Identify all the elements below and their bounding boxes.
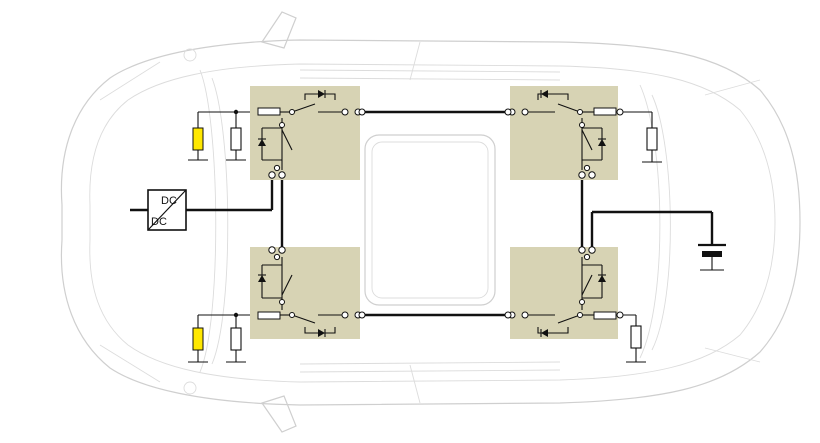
load-rear-left bbox=[188, 312, 246, 363]
battery-icon bbox=[698, 243, 726, 271]
bus-terminals bbox=[358, 108, 512, 319]
car-body-outline bbox=[60, 11, 801, 433]
heater-element-front-left bbox=[192, 127, 204, 151]
resistor-rear-left bbox=[230, 327, 242, 351]
converter-bottom-label: DC bbox=[151, 216, 167, 228]
load-front-left bbox=[188, 109, 246, 161]
switch-module-front-right bbox=[508, 86, 624, 180]
load-rear-right bbox=[626, 325, 646, 363]
switch-module-front-left bbox=[250, 86, 362, 180]
load-front-right bbox=[642, 127, 662, 163]
resistor-front-left bbox=[230, 127, 242, 151]
resistor-front-right bbox=[646, 127, 658, 151]
switch-module-rear-left bbox=[250, 246, 362, 339]
dc-dc-converter: DC DC bbox=[147, 189, 187, 231]
switch-module-rear-right bbox=[508, 246, 624, 339]
wiring bbox=[130, 110, 714, 362]
heater-element-rear-left bbox=[192, 327, 204, 351]
resistor-rear-right bbox=[630, 325, 642, 349]
converter-top-label: DC bbox=[161, 195, 177, 207]
